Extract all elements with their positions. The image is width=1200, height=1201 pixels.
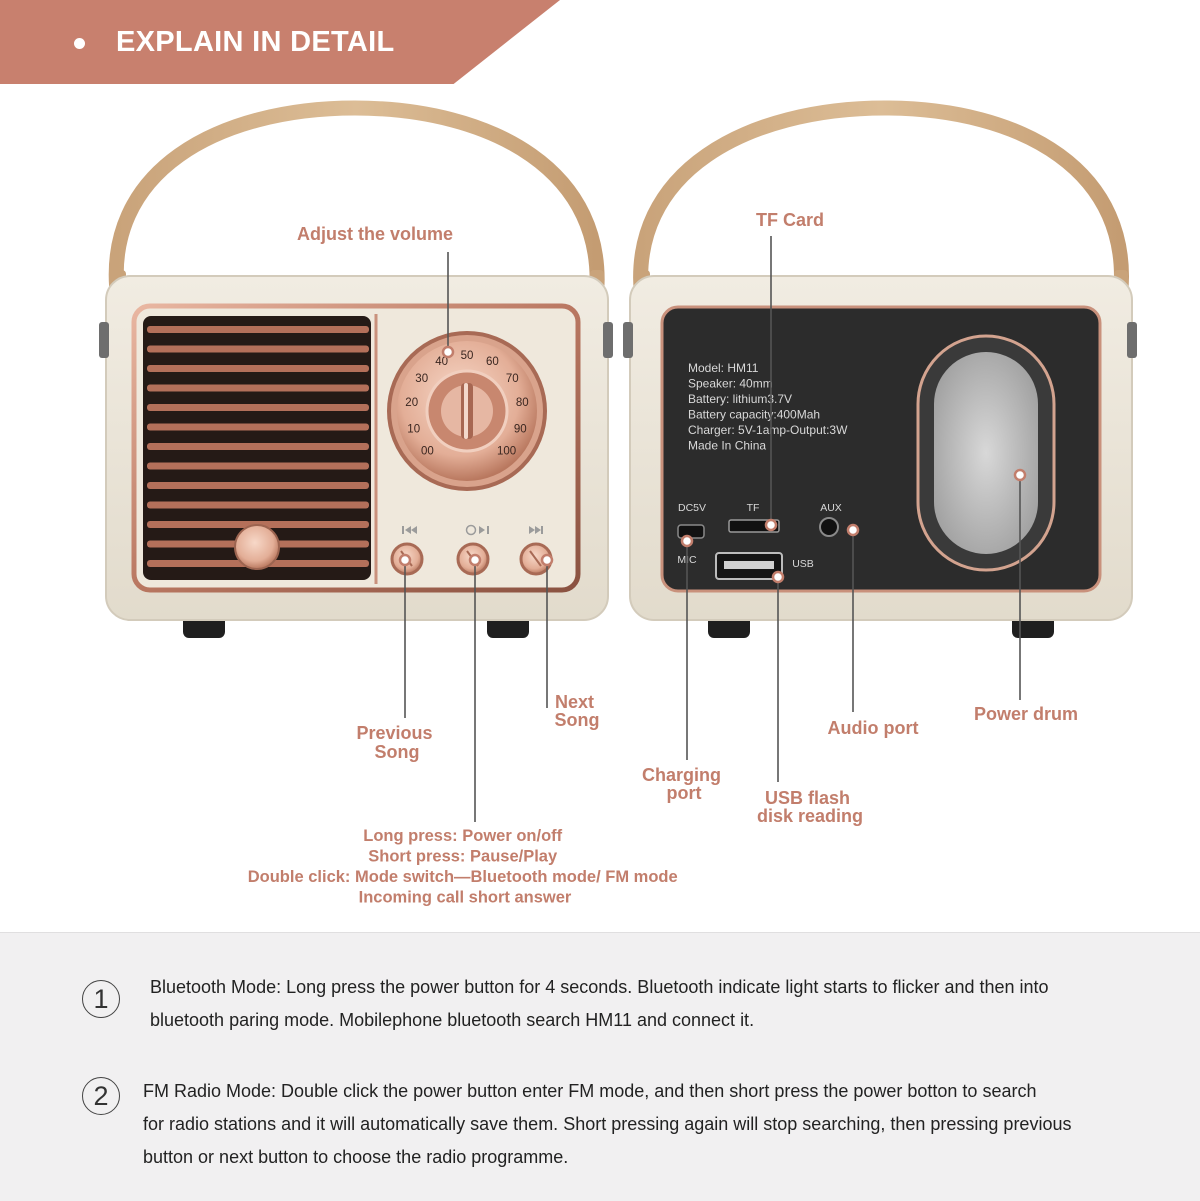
port-label-aux: AUX bbox=[820, 502, 842, 514]
front-side-knob-right bbox=[603, 322, 613, 358]
dial-number: 90 bbox=[514, 423, 527, 435]
usb-port-tongue bbox=[724, 561, 774, 569]
mode-number-2: 2 bbox=[82, 1077, 120, 1115]
mode-1-line-1: Bluetooth Mode: Long press the power but… bbox=[150, 977, 1049, 997]
next-icon bbox=[529, 526, 535, 534]
port-label-tf: TF bbox=[747, 502, 760, 514]
callout-dot-power bbox=[468, 553, 482, 567]
grille-slat bbox=[147, 384, 369, 392]
label-tf-card: TF Card bbox=[756, 210, 824, 230]
next-icon-2 bbox=[535, 526, 541, 534]
label-audio-port: Audio port bbox=[828, 718, 919, 738]
power-button-note: Long press: Power on/off Short press: Pa… bbox=[248, 827, 683, 907]
back-handle bbox=[633, 100, 1129, 308]
previous-icon bbox=[405, 526, 411, 534]
front-handle bbox=[108, 100, 605, 308]
next-icon-bar bbox=[541, 526, 543, 534]
dial-number: 100 bbox=[497, 446, 516, 458]
grille-slat bbox=[147, 404, 369, 411]
grille-slat bbox=[147, 326, 369, 333]
grille-slat bbox=[147, 365, 369, 372]
label-charging-port: Charging port bbox=[642, 765, 726, 803]
label-adjust-volume: Adjust the volume bbox=[297, 224, 453, 244]
mode-description-1: Bluetooth Mode: Long press the power but… bbox=[150, 971, 1049, 1037]
mode-2-line-2: for radio stations and it will automatic… bbox=[143, 1114, 1072, 1134]
spec-line: Made In China bbox=[688, 439, 766, 453]
grille-slat bbox=[147, 462, 369, 470]
page-title: EXPLAIN IN DETAIL bbox=[116, 26, 395, 58]
mode-2-line-1: FM Radio Mode: Double click the power bu… bbox=[143, 1081, 1037, 1101]
dial-number: 30 bbox=[415, 373, 428, 385]
dial-number: 70 bbox=[506, 373, 519, 385]
header-banner bbox=[0, 0, 560, 84]
callout-dot-next bbox=[540, 553, 554, 567]
callout-dot-tf bbox=[764, 518, 778, 532]
previous-icon-bar bbox=[402, 526, 404, 534]
control-icons bbox=[402, 524, 543, 536]
port-label-dc5v: DC5V bbox=[678, 502, 706, 514]
play-pause-icon bbox=[465, 524, 477, 536]
label-previous-song: Previous Song bbox=[356, 723, 437, 762]
dial-number: 40 bbox=[435, 356, 448, 368]
label-next-song: Next Song bbox=[555, 692, 600, 730]
dial-number: 10 bbox=[407, 423, 420, 435]
mode-2-line-3: button or next button to choose the radi… bbox=[143, 1147, 569, 1167]
spec-line: Battery: lithium3.7V bbox=[688, 392, 792, 406]
pause-icon bbox=[487, 526, 489, 534]
front-side-knob-left bbox=[99, 322, 109, 358]
dial-number: 60 bbox=[486, 356, 499, 368]
grille-slat bbox=[147, 345, 369, 353]
back-callouts: TF Card Charging port USB flash disk rea… bbox=[642, 210, 1078, 826]
callout-dot-drum bbox=[1013, 468, 1027, 482]
dial-number: 20 bbox=[405, 397, 418, 409]
grille-slat bbox=[147, 443, 369, 450]
dial-number: 00 bbox=[421, 446, 434, 458]
callout-dot-audio bbox=[846, 523, 860, 537]
front-callouts: Adjust the volume Previous Song Next Son… bbox=[248, 224, 683, 907]
play-icon bbox=[479, 526, 485, 534]
dial-number: 50 bbox=[461, 350, 474, 362]
callout-dot-usb bbox=[771, 570, 785, 584]
grille-slat bbox=[147, 423, 369, 431]
callout-dot-charging bbox=[680, 534, 694, 548]
previous-icon-2 bbox=[411, 526, 417, 534]
speaker-grille bbox=[143, 316, 371, 580]
power-drum bbox=[916, 334, 1056, 572]
spec-line: Model: HM11 bbox=[688, 361, 759, 375]
mode-1-line-2: bluetooth paring mode. Mobilephone bluet… bbox=[150, 1010, 755, 1030]
modes-panel: 1 Bluetooth Mode: Long press the power b… bbox=[0, 932, 1200, 1201]
spec-line: Charger: 5V-1amp-Output:3W bbox=[688, 423, 848, 437]
mode-description-2: FM Radio Mode: Double click the power bu… bbox=[143, 1075, 1071, 1174]
callout-dot-volume bbox=[441, 345, 455, 359]
spec-line: Battery capacity:400Mah bbox=[688, 408, 820, 422]
port-label-usb: USB bbox=[792, 558, 814, 570]
aux-port[interactable] bbox=[819, 517, 839, 537]
dial-number: 80 bbox=[516, 397, 529, 409]
front-round-button bbox=[234, 524, 280, 570]
mode-number-1: 1 bbox=[82, 980, 120, 1018]
label-power-drum: Power drum bbox=[974, 704, 1078, 724]
callout-dot-previous bbox=[398, 553, 412, 567]
grille-slat bbox=[147, 501, 369, 509]
charging-port[interactable] bbox=[677, 524, 705, 539]
grille-slat bbox=[147, 482, 369, 489]
back-side-knob-right bbox=[1127, 322, 1137, 358]
spec-line: Speaker: 40mm bbox=[688, 377, 773, 391]
bullet-icon bbox=[74, 38, 85, 49]
label-usb-flash: USB flash disk reading bbox=[757, 788, 863, 826]
back-side-knob-left bbox=[623, 322, 633, 358]
